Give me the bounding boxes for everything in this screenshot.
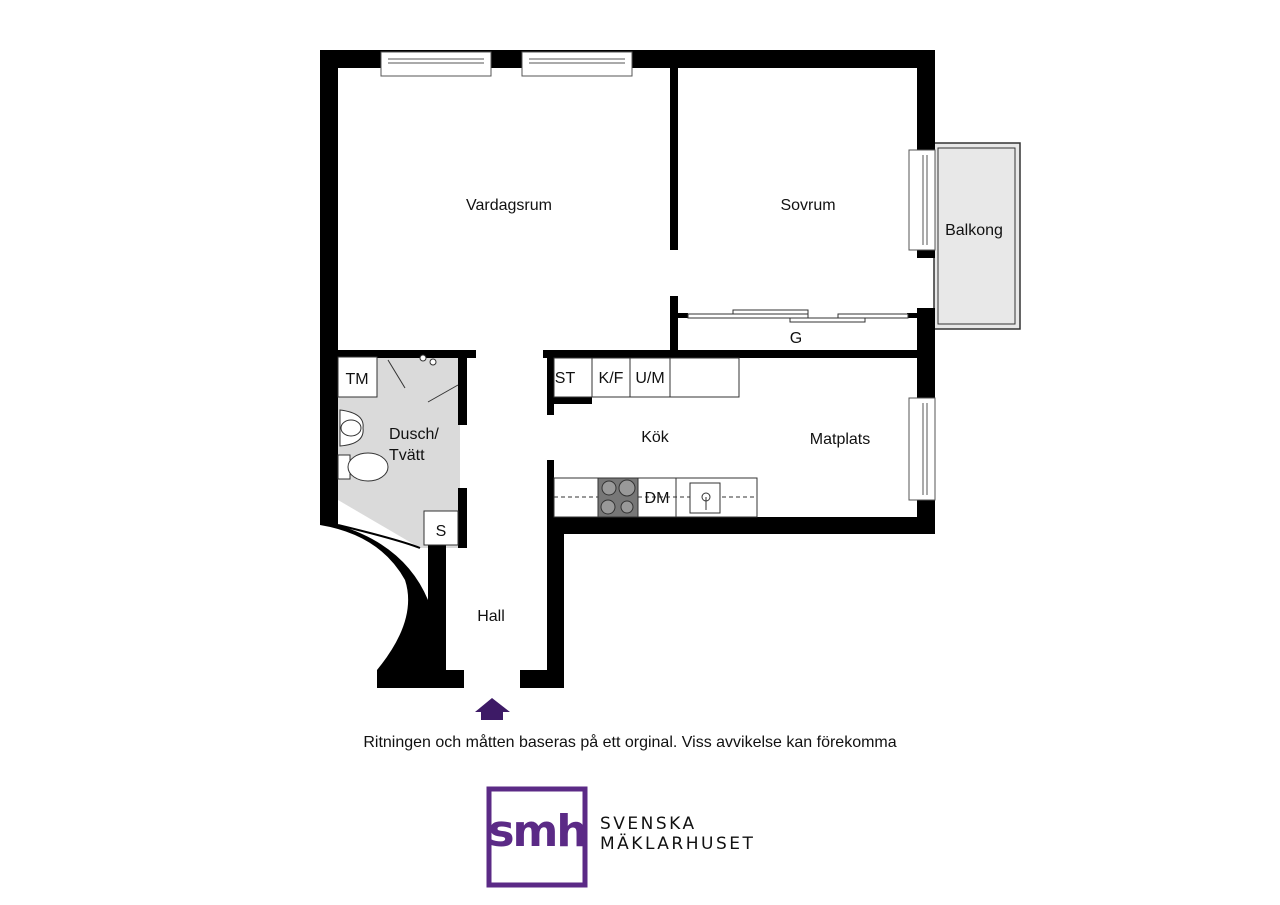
balcony-floor bbox=[933, 142, 1021, 330]
entrance-arrow-icon bbox=[475, 698, 510, 720]
fixture-label-fridge: K/F bbox=[599, 370, 624, 387]
fixture-label-storage: ST bbox=[555, 370, 576, 387]
brand-logo: smh SVENSKA MÄKLARHUSET bbox=[486, 786, 786, 890]
room-label-wardrobe: G bbox=[790, 330, 802, 347]
logo-mark-text: smh bbox=[488, 806, 585, 857]
logo-mark: smh bbox=[486, 786, 588, 888]
fixture-label-microwave: U/M bbox=[635, 370, 664, 387]
room-label-bathroom-2: Tvätt bbox=[389, 447, 425, 464]
bathroom-floor bbox=[338, 357, 460, 548]
stove-icon bbox=[597, 477, 639, 518]
room-label-dining: Matplats bbox=[810, 431, 870, 448]
room-label-bedroom: Sovrum bbox=[780, 197, 835, 214]
curved-wall bbox=[320, 525, 428, 670]
bathroom-fixtures bbox=[337, 354, 459, 546]
walls bbox=[320, 50, 935, 688]
room-label-hall: Hall bbox=[477, 608, 505, 625]
wardrobe-doors bbox=[687, 309, 909, 323]
balcony-rail bbox=[937, 147, 1016, 325]
fixture-label-dishwasher: DM bbox=[645, 490, 670, 507]
disclaimer-text: Ritningen och måtten baseras på ett orgi… bbox=[363, 734, 897, 751]
room-label-balcony: Balkong bbox=[945, 222, 1003, 239]
room-label-living: Vardagsrum bbox=[466, 197, 552, 214]
room-label-kitchen: Kök bbox=[641, 429, 670, 446]
sink-icon bbox=[689, 482, 721, 514]
room-label-bathroom-1: Dusch/ bbox=[389, 426, 439, 443]
logo-line-2: MÄKLARHUSET bbox=[600, 834, 756, 854]
fixture-label-dryer: TM bbox=[345, 371, 368, 388]
fixture-label-closet: S bbox=[436, 523, 447, 540]
windows bbox=[380, 51, 936, 501]
logo-line-1: SVENSKA bbox=[600, 814, 697, 834]
